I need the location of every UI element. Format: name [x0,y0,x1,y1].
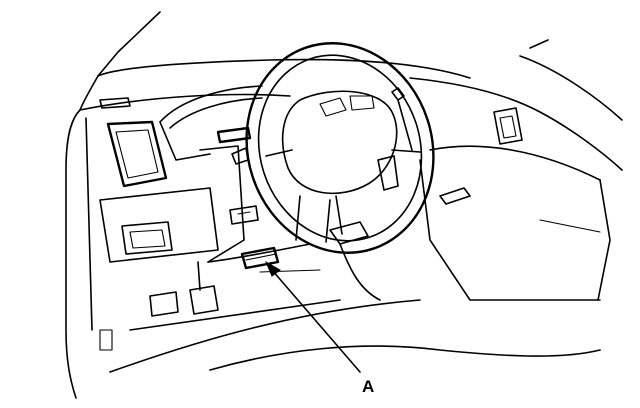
callout-label-a: A [362,377,374,396]
upper-left-slot [99,97,131,109]
lower-left-panel [99,187,219,263]
instrument-cluster-hood [159,85,263,161]
callout-leader-a [264,260,361,373]
knee-panel [199,145,311,263]
left-air-vent [106,120,168,188]
right-air-vent [493,107,523,145]
windshield-pillar [97,11,623,121]
steering-wheel [245,42,435,254]
dashboard-body [65,75,623,399]
glovebox-handle [439,187,471,205]
pedals-and-floor [109,243,601,373]
data-link-connector [240,246,280,270]
steering-column [295,87,413,243]
